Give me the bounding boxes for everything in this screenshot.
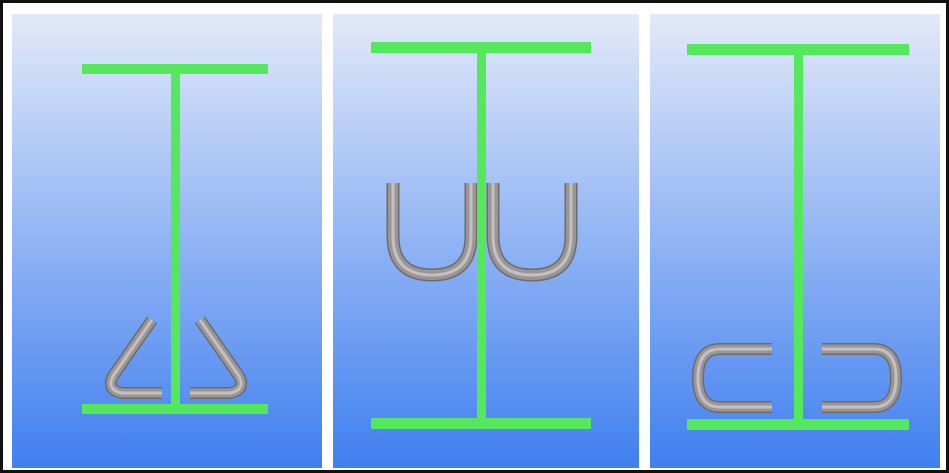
panel-2-left-u-bar [386, 183, 478, 282]
panel-1-bent-bars [104, 316, 248, 399]
panel-1-web [171, 74, 180, 404]
panel-1-right-bar [190, 316, 248, 399]
panel-1-bottom-flange [82, 404, 268, 414]
panel-3-i-beam [687, 44, 909, 430]
panel-1 [12, 14, 322, 468]
panel-3 [650, 14, 940, 468]
panel-2-web [477, 53, 486, 418]
panel-2-top-flange [371, 42, 591, 53]
panel-1-left-bar [104, 316, 162, 399]
panel-3-left-c-bar [692, 343, 772, 413]
panel-2-i-beam [371, 42, 591, 429]
panel-1-background [12, 14, 322, 468]
panel-3-right-c-bar [822, 343, 902, 413]
panel-1-i-beam [82, 64, 268, 414]
panel-3-c-bars [692, 343, 902, 413]
panel-3-web [794, 55, 803, 419]
panel-2-u-bars [386, 183, 578, 282]
panel-2-bottom-flange [371, 418, 591, 429]
panel-2-right-u-bar [486, 183, 578, 282]
panel-2 [333, 14, 639, 468]
panel-3-bottom-flange [687, 419, 909, 430]
panel-3-top-flange [687, 44, 909, 55]
panel-1-top-flange [82, 64, 268, 74]
